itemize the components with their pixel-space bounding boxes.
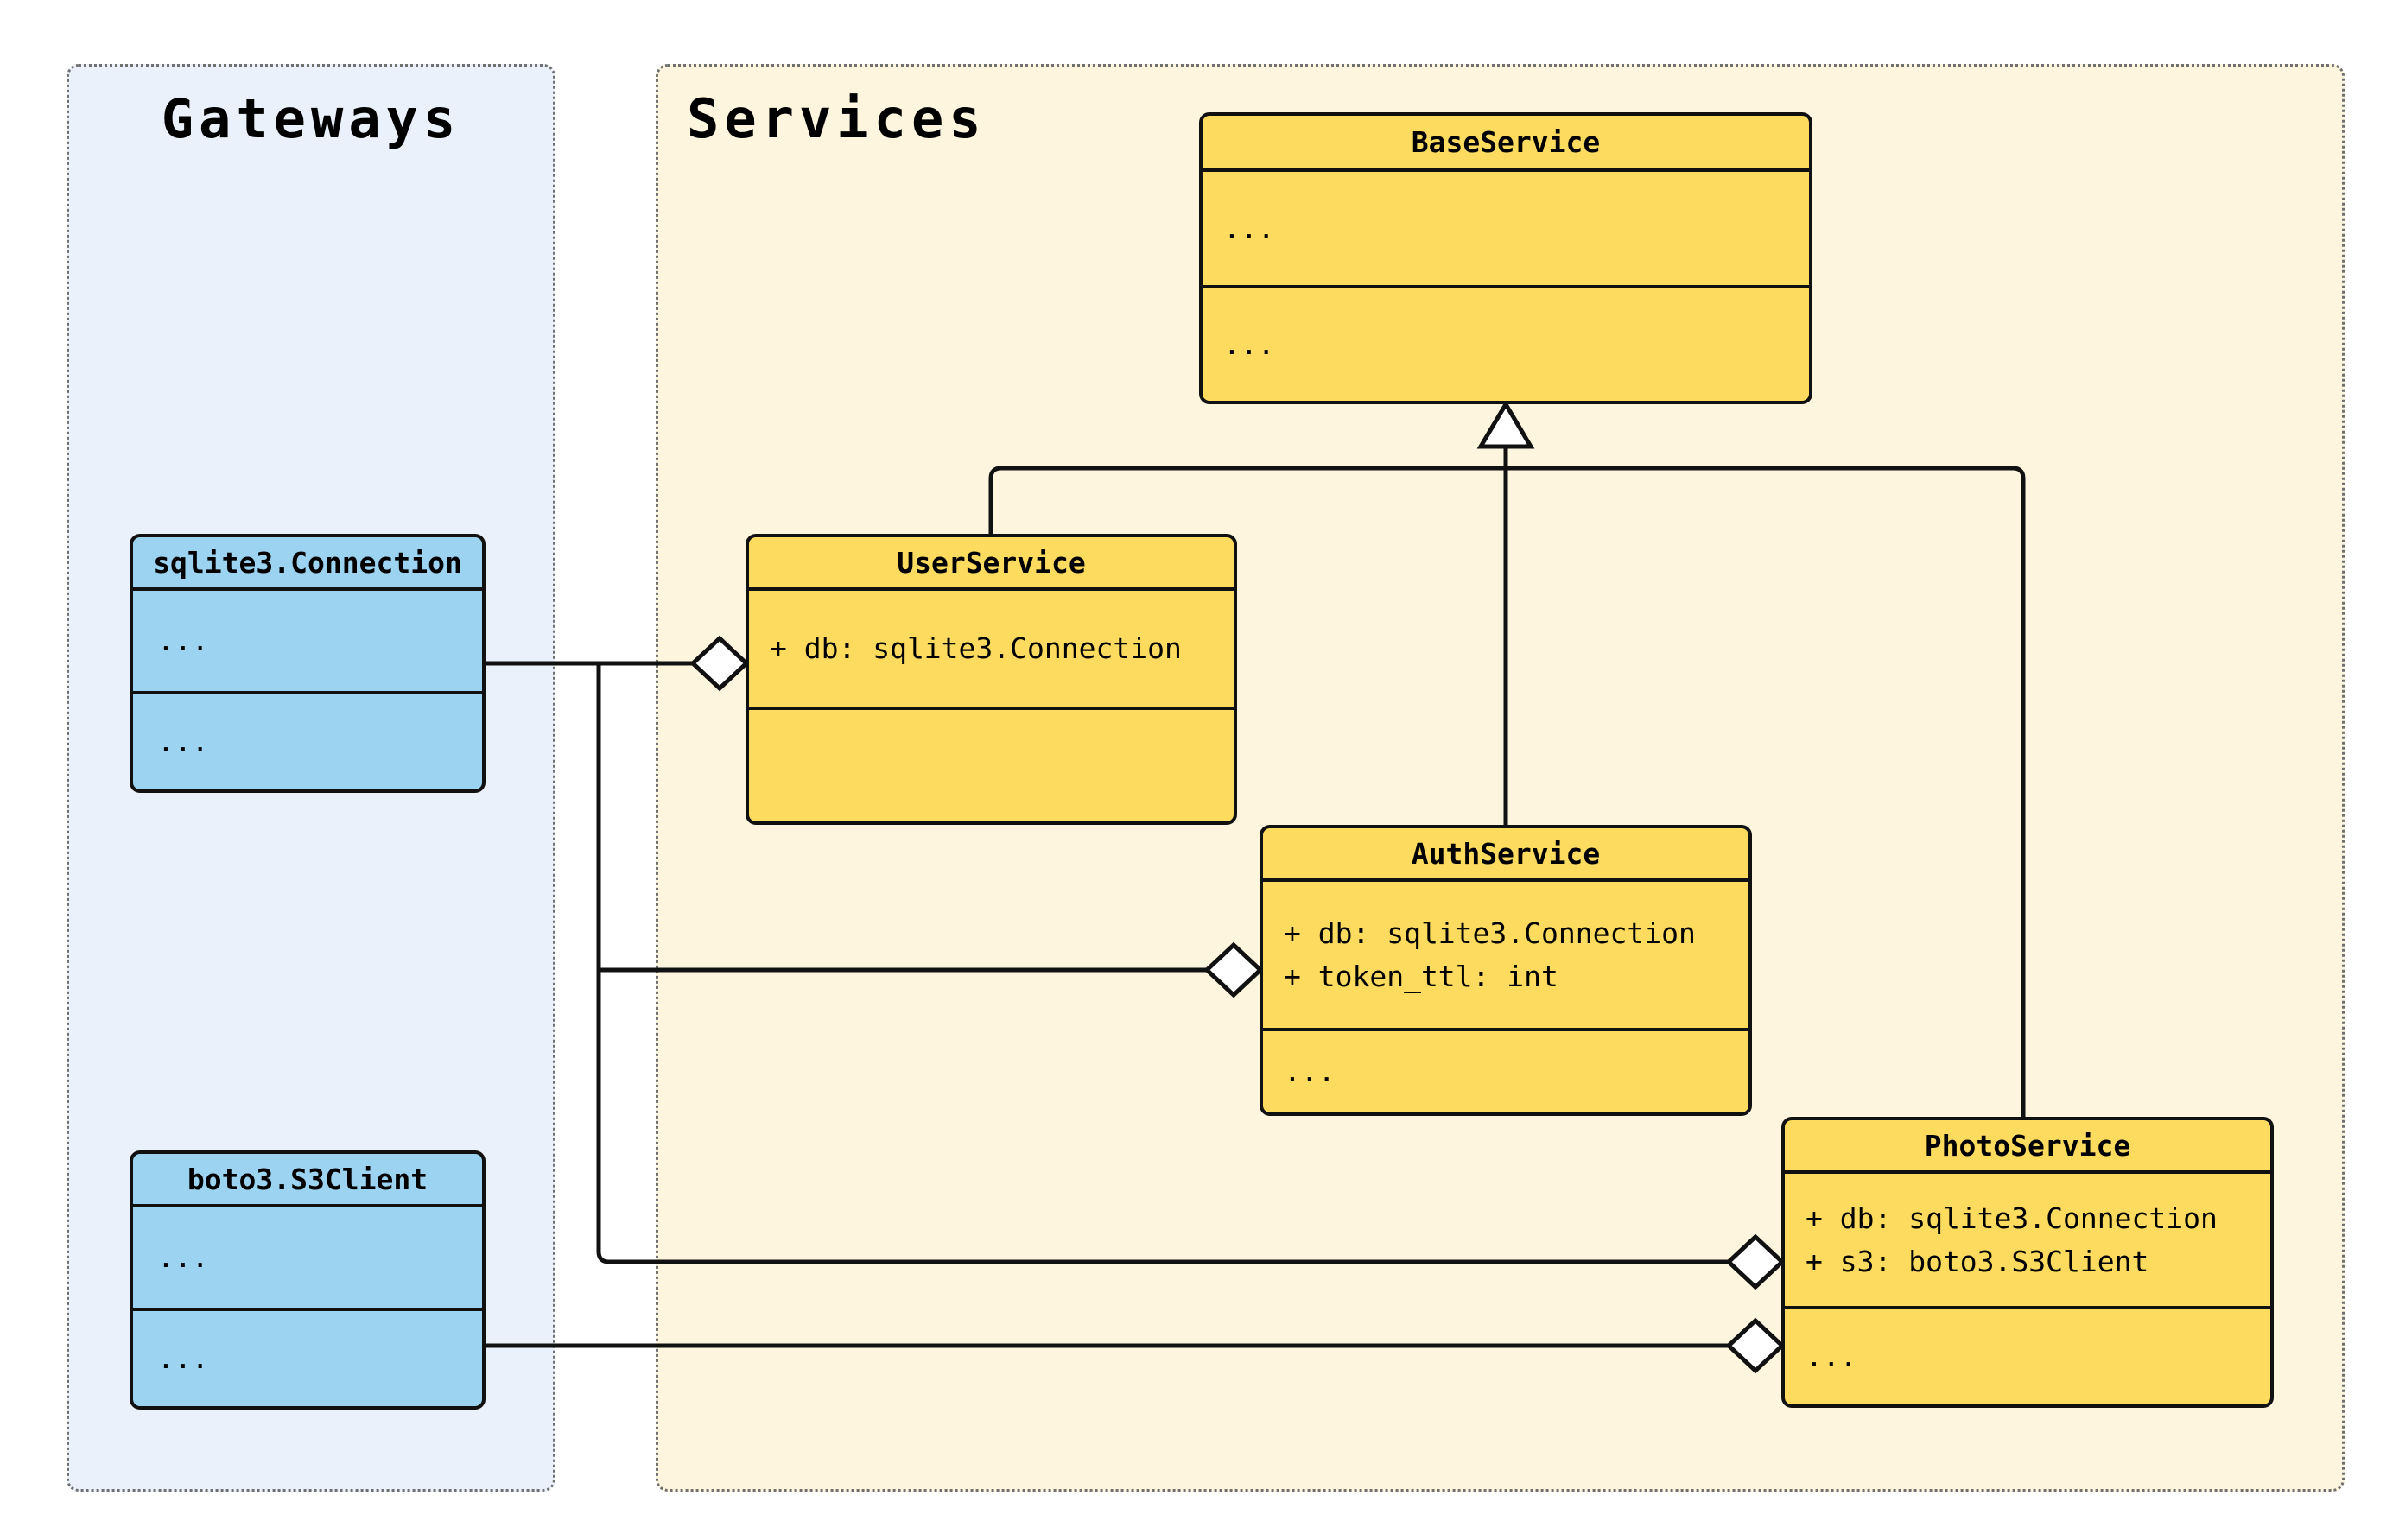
class-attributes: ...: [133, 1207, 482, 1311]
class-box-sqlite3-connection: sqlite3.Connection ... ...: [130, 534, 486, 793]
aggregation-diamond-authservice-icon: [1203, 941, 1264, 998]
attribute-line: + db: sqlite3.Connection: [1284, 916, 1696, 950]
class-methods: ...: [133, 694, 482, 789]
class-methods: ...: [1263, 1031, 1748, 1112]
class-attributes: ...: [133, 591, 482, 694]
class-title: UserService: [749, 537, 1234, 591]
class-box-userservice: UserService + db: sqlite3.Connection: [746, 534, 1237, 825]
aggregation-diamond-photoservice-s3-icon: [1725, 1317, 1786, 1374]
attribute-line: + db: sqlite3.Connection: [1806, 1201, 2218, 1235]
attribute-line: + token_ttl: int: [1284, 959, 1558, 993]
aggregation-diamond-photoservice-db-icon: [1725, 1233, 1786, 1290]
class-attributes: ...: [1203, 172, 1809, 288]
class-attributes: + db: sqlite3.Connection + token_ttl: in…: [1263, 882, 1748, 1031]
attribute-line: ...: [1223, 211, 1275, 245]
class-attributes: + db: sqlite3.Connection: [749, 591, 1234, 710]
attribute-line: + db: sqlite3.Connection: [770, 631, 1182, 665]
method-line: ...: [1284, 1055, 1336, 1088]
edge-sqlite-trunk: [596, 663, 1729, 1264]
method-line: ...: [157, 1341, 209, 1375]
method-line: ...: [1806, 1340, 1857, 1373]
services-panel-title: Services: [687, 87, 987, 150]
class-methods: ...: [133, 1311, 482, 1406]
class-box-photoservice: PhotoService + db: sqlite3.Connection + …: [1781, 1117, 2274, 1408]
inheritance-triangle-icon: [1476, 400, 1535, 449]
class-methods: ...: [1785, 1309, 2270, 1404]
class-title: PhotoService: [1785, 1120, 2270, 1174]
class-box-baseservice: BaseService ... ...: [1199, 112, 1812, 404]
class-attributes: + db: sqlite3.Connection + s3: boto3.S3C…: [1785, 1174, 2270, 1309]
method-line: ...: [157, 725, 209, 758]
attribute-line: ...: [157, 1240, 209, 1274]
class-title: BaseService: [1203, 116, 1809, 172]
class-methods: [749, 710, 1234, 821]
class-title: sqlite3.Connection: [133, 537, 482, 591]
class-box-authservice: AuthService + db: sqlite3.Connection + t…: [1260, 825, 1752, 1116]
attribute-line: ...: [157, 624, 209, 657]
class-methods: ...: [1203, 288, 1809, 401]
aggregation-diamond-userservice-icon: [689, 635, 750, 692]
gateways-panel-title: Gateways: [161, 87, 461, 150]
class-title: boto3.S3Client: [133, 1154, 482, 1207]
method-line: ...: [1223, 327, 1275, 361]
class-title: AuthService: [1263, 828, 1748, 882]
attribute-line: + s3: boto3.S3Client: [1806, 1244, 2149, 1278]
class-box-boto3-s3client: boto3.S3Client ... ...: [130, 1150, 486, 1410]
